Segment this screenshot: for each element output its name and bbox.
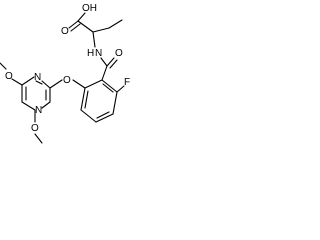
bond-ring-inner-a (102, 83, 114, 93)
bond-alpha-n (92, 31, 96, 48)
bond-pyr-5 (41, 101, 51, 109)
bond-ring-3 (95, 113, 114, 123)
bond-c-o-double-a (68, 20, 79, 29)
amide-n-label: N (95, 48, 102, 59)
bond-ring-4 (80, 109, 97, 123)
bond-c-o-double-b (70, 23, 81, 32)
bond-pyr-inner-c (35, 80, 43, 85)
bond-co-ring (101, 65, 108, 81)
bond-n-co (100, 57, 108, 67)
bond-ome-top-me (0, 62, 7, 70)
bond-ring-o (72, 79, 86, 89)
bond-ring-2 (112, 91, 118, 115)
bond-ch2-ch3 (108, 19, 123, 29)
methoxy-bottom-oxygen-label: O (31, 123, 39, 134)
bond-pyr-2 (21, 76, 35, 86)
bond-ring-f (116, 85, 125, 93)
atom-labels: OH O N H O O F N N O O (5, 3, 130, 134)
bond-c-alpha (77, 20, 94, 33)
pyrimidine-n-bottom-label: N (35, 105, 42, 116)
amide-oxygen-label: O (115, 48, 123, 59)
bond-ome-bottom-me (34, 133, 43, 144)
methoxy-top-oxygen-label: O (5, 71, 13, 82)
bond-co-o-a (106, 57, 115, 67)
bond-ring-1 (101, 79, 118, 93)
bond-ring-inner-b (96, 111, 110, 119)
bond-alpha-ch2 (92, 27, 110, 33)
bond-pyr-ome-top (11, 78, 23, 86)
bond-ring-5 (80, 87, 86, 111)
bond-pyr-4 (21, 101, 36, 111)
bond-lines (0, 12, 125, 144)
bond-co-o-b (109, 59, 118, 69)
bond-c-oh (77, 12, 86, 22)
amide-h-label: H (87, 48, 94, 59)
bond-ring-6 (84, 79, 103, 89)
hydroxyl-label: OH (82, 3, 97, 14)
bond-ring-inner-c (84, 90, 89, 109)
carbonyl-oxygen-label: O (61, 26, 69, 37)
ether-oxygen-label: O (63, 75, 71, 86)
fluoro-label: F (124, 77, 130, 88)
bond-pyr-1 (41, 80, 51, 89)
pyrimidine-n-top-label: N (34, 72, 41, 83)
chemical-structure-diagram: OH O N H O O F N N O O (0, 3, 130, 144)
bond-o-pyr (49, 79, 63, 89)
